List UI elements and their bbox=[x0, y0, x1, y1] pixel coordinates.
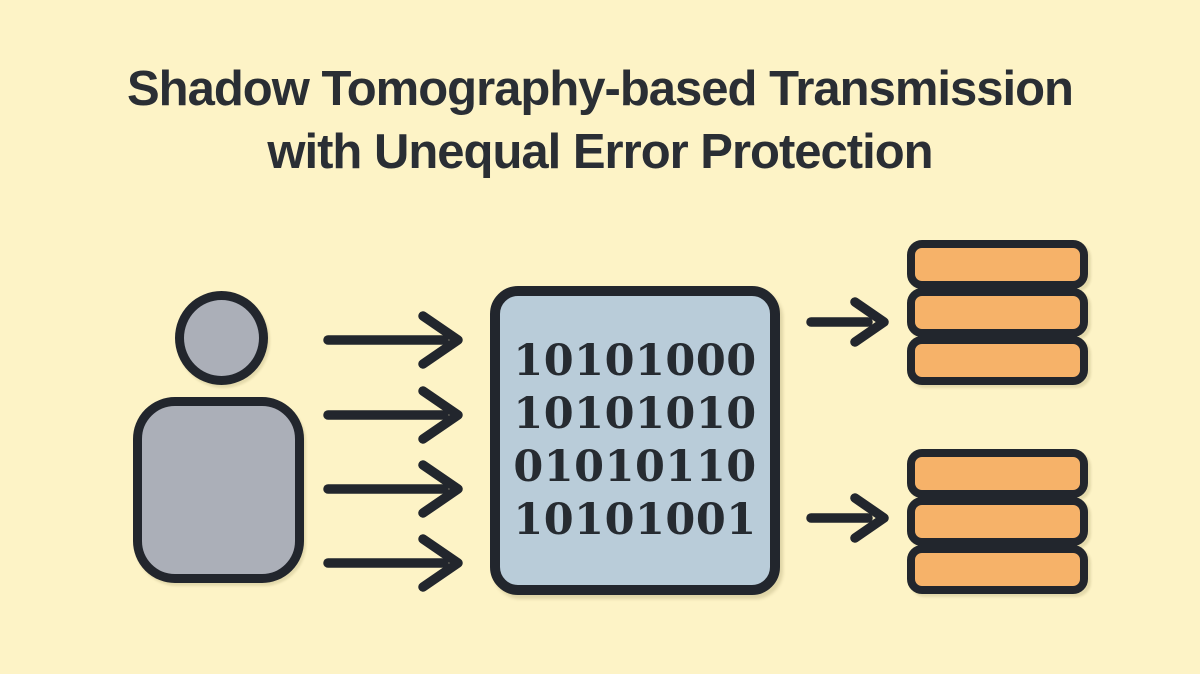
right-arrow-icon bbox=[322, 457, 472, 521]
right-arrow-icon bbox=[806, 294, 898, 350]
storage-bar bbox=[907, 288, 1088, 337]
storage-bar bbox=[907, 240, 1088, 289]
right-arrow-icon bbox=[322, 383, 472, 447]
storage-stack-top bbox=[907, 240, 1088, 385]
person-icon bbox=[175, 291, 268, 385]
storage-bar bbox=[907, 336, 1088, 385]
binary-data-box: 10101000 10101010 01010110 10101001 bbox=[490, 286, 780, 595]
right-arrow-icon bbox=[322, 308, 472, 372]
storage-stack-bottom bbox=[907, 449, 1088, 594]
title-line-2: with Unequal Error Protection bbox=[267, 125, 933, 179]
binary-line: 01010110 bbox=[513, 441, 757, 492]
title-line-1: Shadow Tomography-based Transmission bbox=[127, 62, 1074, 116]
binary-line: 10101001 bbox=[513, 494, 757, 545]
page-title: Shadow Tomography-based Transmission wit… bbox=[0, 58, 1200, 184]
person-body bbox=[133, 397, 304, 583]
storage-bar bbox=[907, 497, 1088, 546]
right-arrow-icon bbox=[806, 490, 898, 546]
storage-bar bbox=[907, 449, 1088, 498]
binary-line: 10101010 bbox=[513, 388, 757, 439]
right-arrow-icon bbox=[322, 531, 472, 595]
storage-bar bbox=[907, 545, 1088, 594]
binary-line: 10101000 bbox=[513, 335, 757, 386]
